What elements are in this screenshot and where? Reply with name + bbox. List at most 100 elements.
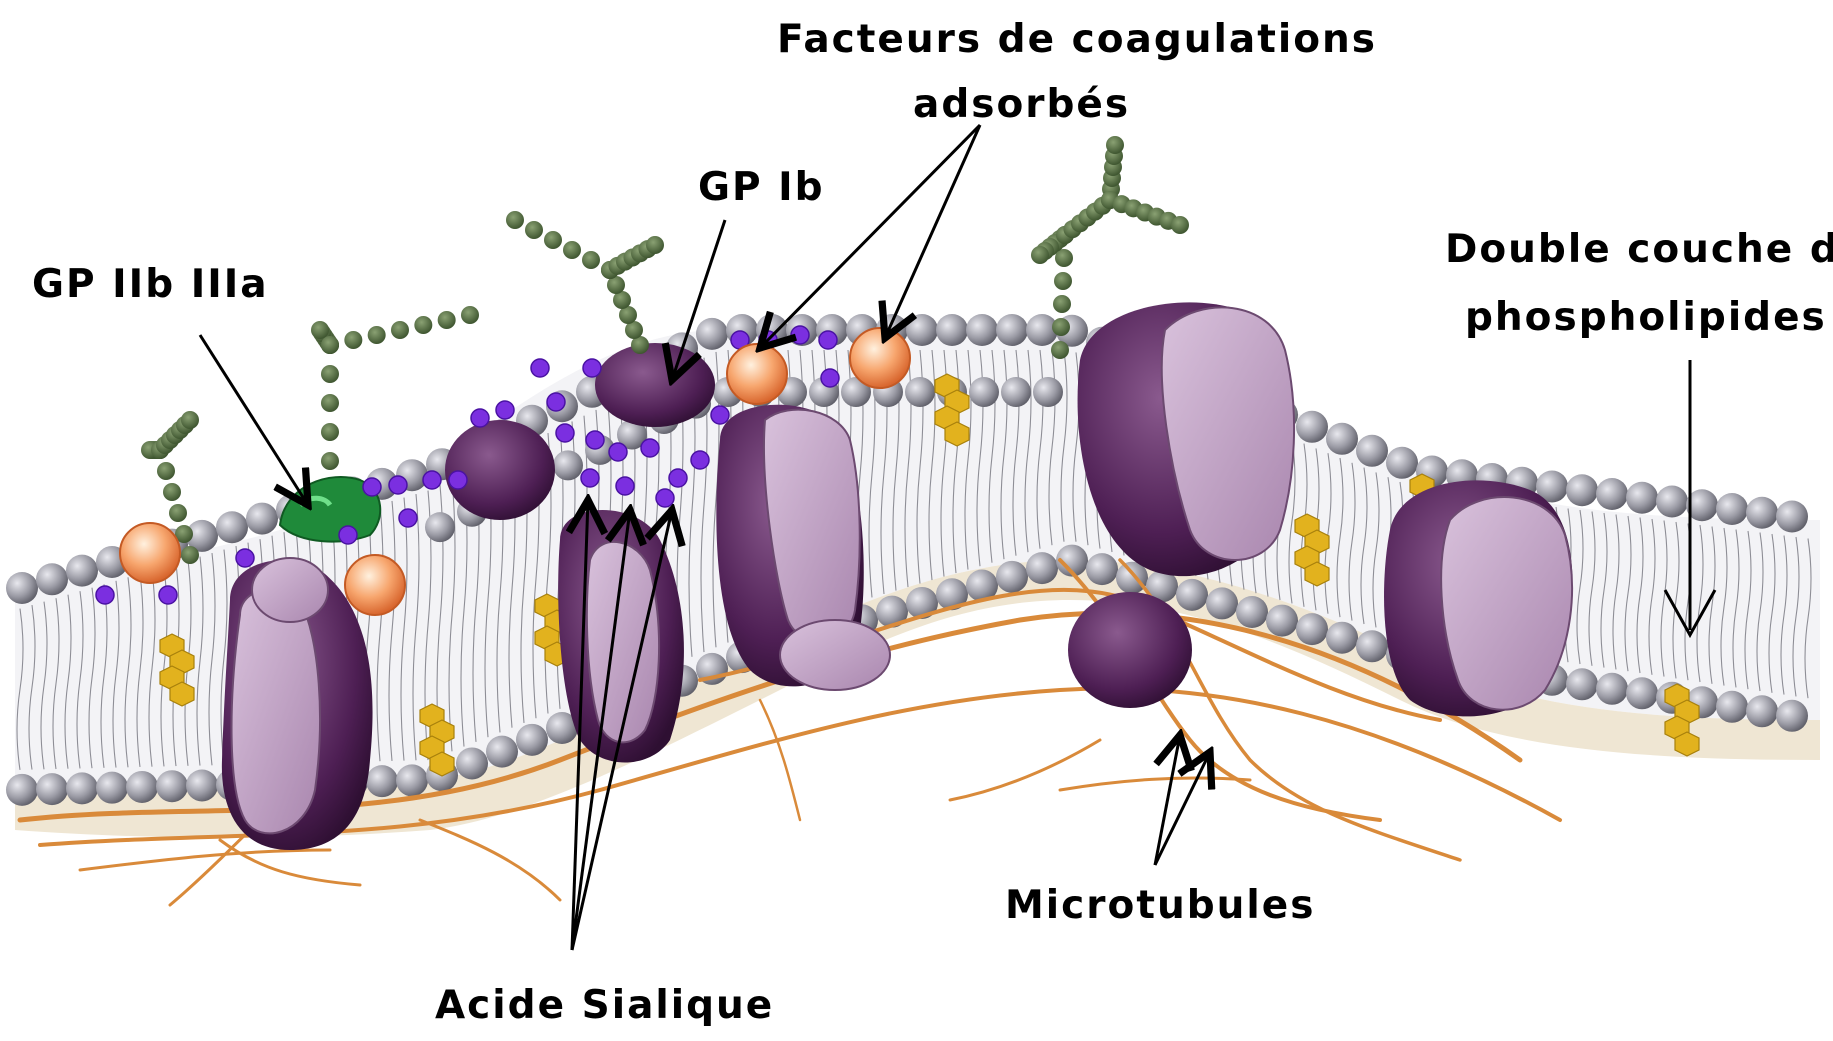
phospholipid-head [216, 511, 248, 543]
phospholipid-head [1356, 630, 1388, 662]
label-microtubules: Microtubules [1005, 883, 1315, 928]
sugar-bead [344, 331, 362, 349]
sugar-bead [582, 251, 600, 269]
sialic-acid-dot [609, 443, 627, 461]
phospholipid-head [966, 314, 998, 346]
sugar-bead [1054, 272, 1072, 290]
phospholipid-head [1033, 377, 1063, 407]
sugar-bead [181, 411, 199, 429]
sialic-acid-dot [236, 549, 254, 567]
sugar-bead [169, 504, 187, 522]
sialic-acid-dot [389, 476, 407, 494]
phospholipid-head [1001, 377, 1031, 407]
sialic-acid-dot [363, 478, 381, 496]
phospholipid-head [156, 770, 188, 802]
phospholipid-head [36, 563, 68, 595]
phospholipid-head [1026, 552, 1058, 584]
sugar-bead [414, 316, 432, 334]
phospholipid-head [246, 503, 278, 535]
phospholipid-head [6, 572, 38, 604]
sialic-acid-dot [821, 369, 839, 387]
sugar-bead [1052, 318, 1070, 336]
label-phospholipid-line1: Double couche de [1445, 227, 1833, 272]
phospholipid-head [456, 747, 488, 779]
sugar-bead [368, 326, 386, 344]
phospholipid-head [906, 314, 938, 346]
sialic-acid-dot [96, 586, 114, 604]
phospholipid-head [1716, 493, 1748, 525]
sugar-bead [181, 546, 199, 564]
phospholipid-head [1356, 435, 1388, 467]
sialic-acid-dot [531, 359, 549, 377]
phospholipid-head [1716, 691, 1748, 723]
sialic-acid-dot [159, 586, 177, 604]
label-sialic-acid: Acide Sialique [435, 983, 774, 1028]
label-phospholipid-line2: phospholipides [1465, 295, 1827, 340]
coagulation-factor [727, 344, 787, 404]
phospholipid-head [1656, 486, 1688, 518]
phospholipid-head [1386, 447, 1418, 479]
phospholipid-head [905, 377, 935, 407]
transmembrane-protein [1384, 480, 1572, 716]
sialic-acid-dot [656, 489, 674, 507]
phospholipid-head [996, 561, 1028, 593]
phospholipid-head [696, 318, 728, 350]
phospholipid-head [396, 764, 428, 796]
phospholipid-head [1296, 411, 1328, 443]
phospholipid-head [1176, 579, 1208, 611]
sugar-bead [525, 221, 543, 239]
phospholipid-head [553, 450, 583, 480]
sugar-bead [311, 321, 329, 339]
sugar-bead [321, 394, 339, 412]
sialic-acid-dot [819, 331, 837, 349]
phospholipid-head [1776, 700, 1808, 732]
phospholipid-head [1596, 478, 1628, 510]
phospholipid-head [1746, 497, 1778, 529]
phospholipid-head [1086, 553, 1118, 585]
sugar-bead [1055, 249, 1073, 267]
sugar-bead [321, 452, 339, 470]
sugar-bead [438, 311, 456, 329]
sialic-acid-dot [669, 469, 687, 487]
phospholipid-head [1566, 668, 1598, 700]
phospholipid-head [1206, 587, 1238, 619]
label-gp-iib-iiia: GP IIb IIIa [32, 262, 269, 307]
sialic-acid-dot [711, 406, 729, 424]
phospholipid-head [1326, 622, 1358, 654]
sugar-bead [163, 483, 181, 501]
sialic-acid-dot [423, 471, 441, 489]
sugar-bead [563, 241, 581, 259]
phospholipid-head [936, 314, 968, 346]
sugar-bead [1031, 246, 1049, 264]
sugar-bead [1051, 341, 1069, 359]
phospholipid-head [1266, 605, 1298, 637]
label-coagulation-factors-line1: Facteurs de coagulations [777, 17, 1377, 62]
coagulation-factor [850, 328, 910, 388]
phospholipid-head [1236, 596, 1268, 628]
phospholipid-head [36, 773, 68, 805]
sialic-acid-dot [583, 359, 601, 377]
phospholipid-head [1566, 474, 1598, 506]
sialic-acid-dot [691, 451, 709, 469]
sialic-acid-dot [581, 469, 599, 487]
phospholipid-head [1596, 673, 1628, 705]
phospholipid-head [1776, 501, 1808, 533]
phospholipid-head [126, 771, 158, 803]
sugar-bead [321, 423, 339, 441]
label-coagulation-factors-line2: adsorbés [913, 82, 1130, 127]
phospholipid-head [66, 555, 98, 587]
sugar-bead [1106, 136, 1124, 154]
coagulation-factor [345, 555, 405, 615]
phospholipid-head [6, 774, 38, 806]
sugar-bead [321, 336, 339, 354]
phospholipid-head [996, 314, 1028, 346]
label-gp-ib: GP Ib [698, 165, 825, 210]
sialic-acid-dot [791, 326, 809, 344]
sialic-acid-dot [449, 471, 467, 489]
sialic-acid-dot [586, 431, 604, 449]
phospholipid-head [366, 765, 398, 797]
phospholipid-head [1626, 482, 1658, 514]
phospholipid-head [1326, 423, 1358, 455]
sialic-acid-dot [616, 477, 634, 495]
